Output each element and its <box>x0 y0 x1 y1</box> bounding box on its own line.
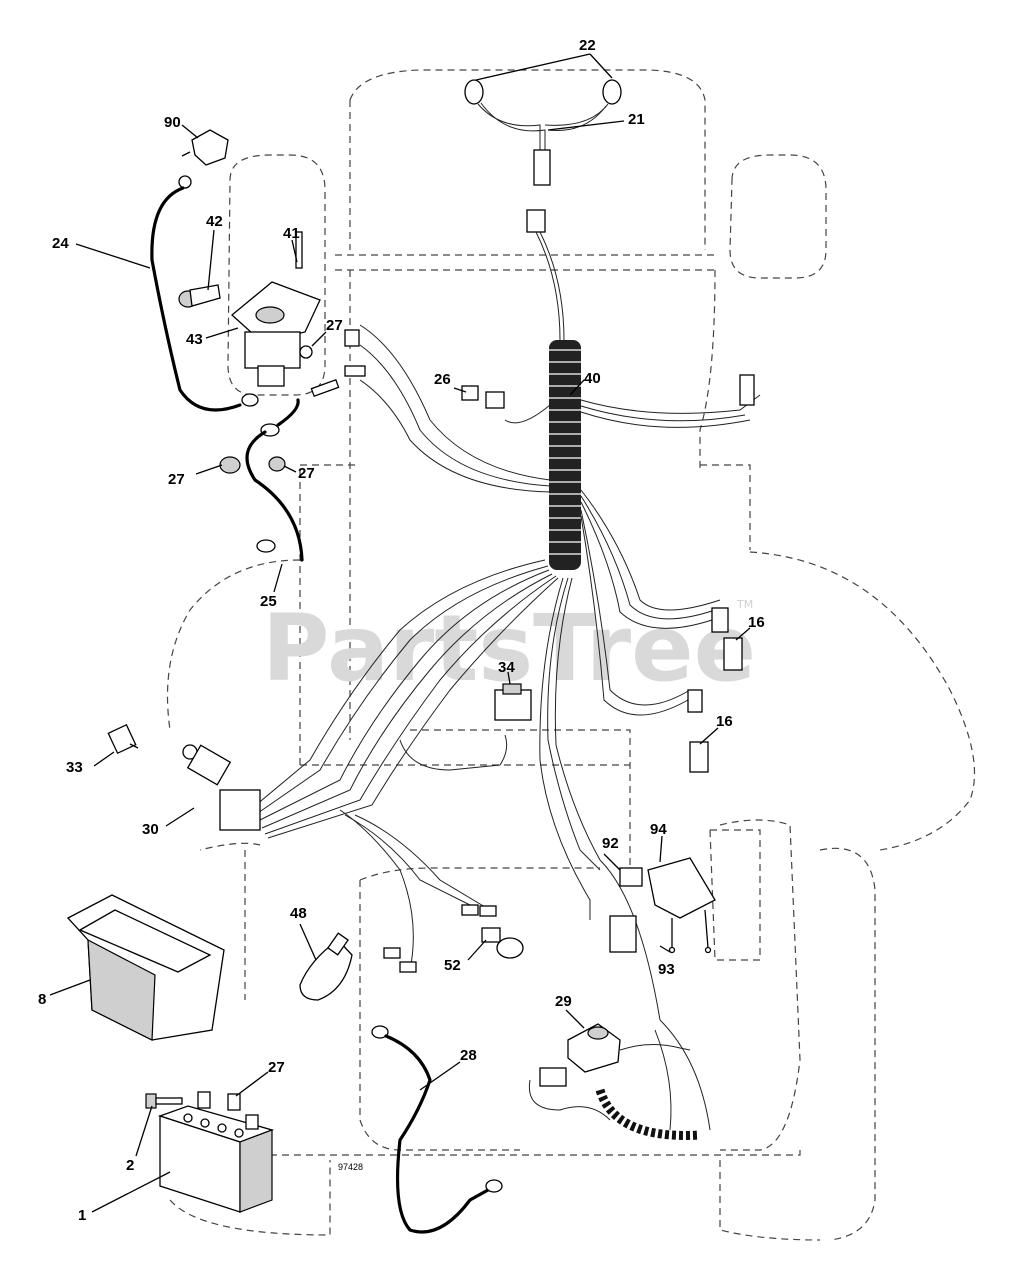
callout-27: 27 <box>326 317 343 334</box>
bolt-2 <box>145 1091 211 1109</box>
watermark-trademark: TM <box>736 598 753 611</box>
callout-24: 24 <box>52 235 69 252</box>
callout-40: 40 <box>584 370 601 387</box>
callout-21: 21 <box>628 111 645 128</box>
callout-26: 26 <box>434 371 451 388</box>
leader-lines <box>49 53 751 1213</box>
cable-25 <box>245 398 304 562</box>
callout-29: 29 <box>555 993 572 1010</box>
callout-34: 34 <box>498 659 515 676</box>
callout-27: 27 <box>268 1059 285 1076</box>
callout-94: 94 <box>650 821 667 838</box>
seat-switch-group <box>609 857 716 954</box>
callout-41: 41 <box>283 225 300 242</box>
callout-42: 42 <box>206 213 223 230</box>
nut-27b <box>219 456 241 474</box>
ignition-switch-30 <box>182 744 261 831</box>
nut-27d <box>227 1093 241 1111</box>
callout-16: 16 <box>748 614 765 631</box>
callout-27: 27 <box>298 465 315 482</box>
callout-90: 90 <box>164 114 181 131</box>
switch-16-lower <box>689 741 709 773</box>
headlight-assembly <box>464 79 622 341</box>
battery-box-8 <box>66 894 225 1041</box>
callout-28: 28 <box>460 1047 477 1064</box>
callout-52: 52 <box>444 957 461 974</box>
callout-43: 43 <box>186 331 203 348</box>
switch-33 <box>107 723 139 755</box>
wire-bundles <box>249 324 761 1131</box>
callout-48: 48 <box>290 905 307 922</box>
callout-16: 16 <box>716 713 733 730</box>
callout-93: 93 <box>658 961 675 978</box>
wire-loom <box>549 340 581 570</box>
fuse-holder-90 <box>181 129 229 166</box>
callout-1: 1 <box>78 1207 86 1224</box>
pto-switch-29 <box>528 1023 701 1140</box>
callout-labels: 22 21 90 42 41 24 43 27 26 40 27 27 25 1… <box>38 37 765 1224</box>
diagram-code: 97428 <box>338 1162 363 1172</box>
callout-2: 2 <box>126 1157 134 1174</box>
cable-24 <box>150 175 259 412</box>
callout-30: 30 <box>142 821 159 838</box>
callout-22: 22 <box>579 37 596 54</box>
cable-28 <box>371 1025 503 1234</box>
callout-92: 92 <box>602 835 619 852</box>
battery-1 <box>157 1105 275 1213</box>
connector-16-upper <box>711 607 729 633</box>
switch-34 <box>494 689 532 721</box>
callout-27: 27 <box>168 471 185 488</box>
bolt-41 <box>295 231 303 269</box>
fuse-link <box>310 378 340 398</box>
callout-33: 33 <box>66 759 83 776</box>
nut-27a <box>299 345 313 359</box>
nut-27c <box>268 456 286 472</box>
bulb-48 <box>299 932 353 1001</box>
switch-16-upper <box>723 637 743 671</box>
lamp-52 <box>481 927 524 959</box>
connector-16-lower <box>687 689 703 713</box>
clamp-42 <box>178 284 221 308</box>
callout-25: 25 <box>260 593 277 610</box>
starter-solenoid-43 <box>231 281 321 387</box>
fuse-26 <box>461 385 479 401</box>
callout-8: 8 <box>38 991 46 1008</box>
